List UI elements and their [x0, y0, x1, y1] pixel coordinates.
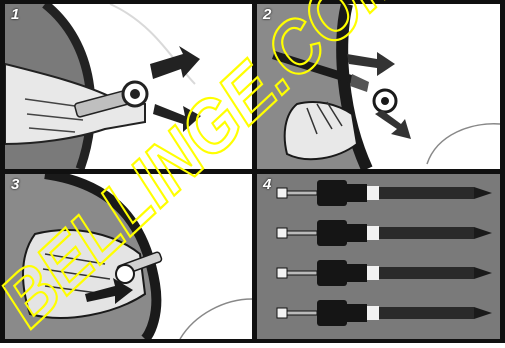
step-4-illustration — [257, 174, 500, 339]
step-number: 4 — [263, 177, 271, 192]
step-2-illustration — [257, 4, 500, 169]
step-1-illustration — [5, 4, 252, 169]
step-panel-3: 3 — [5, 174, 252, 339]
step-number: 3 — [11, 177, 19, 192]
step-panel-1: 1 — [5, 4, 252, 169]
step-panel-4: 4 — [257, 174, 500, 339]
step-3-illustration — [5, 174, 252, 339]
step-number: 1 — [11, 7, 19, 22]
step-panel-2: 2 — [257, 4, 500, 169]
step-number: 2 — [263, 7, 271, 22]
